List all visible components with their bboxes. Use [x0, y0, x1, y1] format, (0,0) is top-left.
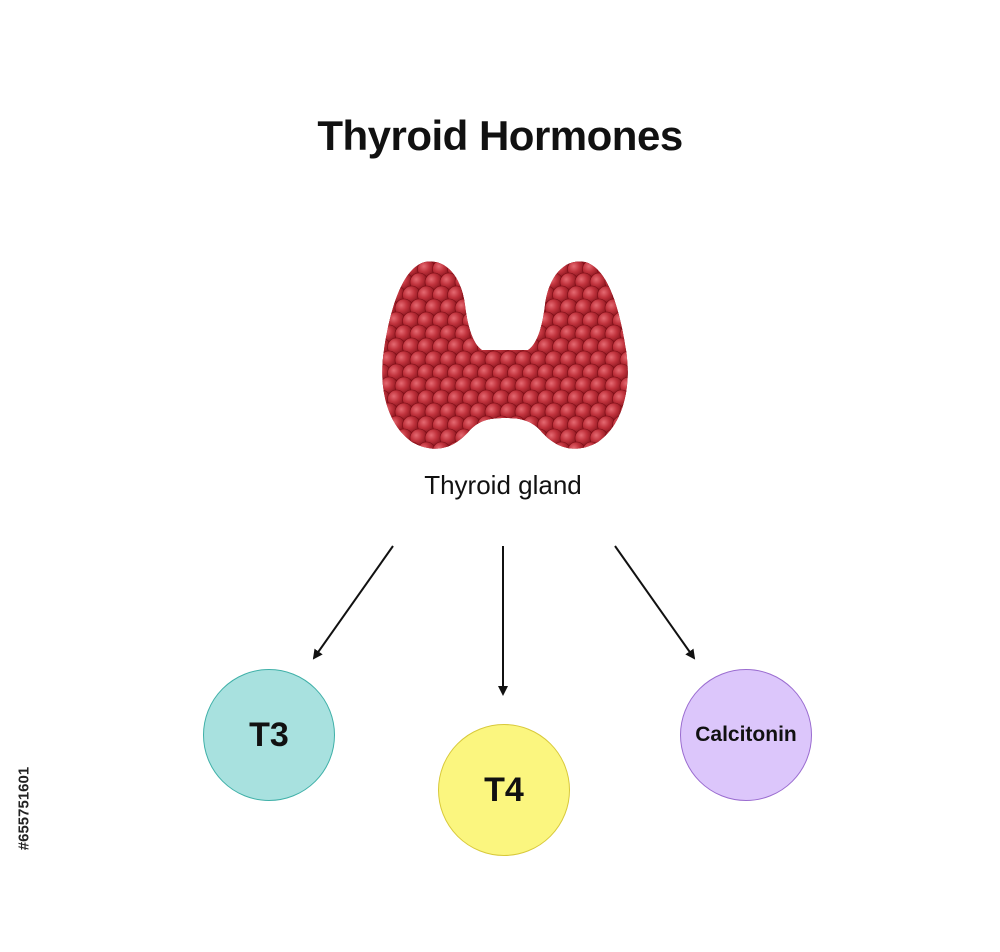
- stock-id-text: #655751601: [15, 766, 33, 851]
- hormone-label-t3: T3: [249, 715, 289, 754]
- hormone-node-t3: T3: [203, 669, 335, 801]
- hormone-label-t4: T4: [484, 770, 524, 809]
- arrow-to-t3: [312, 545, 394, 660]
- arrow-to-calcitonin: [614, 545, 696, 660]
- hormone-node-calcitonin: Calcitonin: [680, 669, 812, 801]
- gland-bead: [432, 441, 451, 449]
- gland-bead: [567, 441, 586, 449]
- thyroid-gland-icon: [370, 250, 640, 460]
- gland-label: Thyroid gland: [424, 470, 582, 500]
- hormone-node-t4: T4: [438, 724, 570, 856]
- diagram-title: Thyroid Hormones: [317, 112, 683, 159]
- hormone-label-calcitonin: Calcitonin: [695, 723, 797, 746]
- gland-bead: [627, 363, 628, 383]
